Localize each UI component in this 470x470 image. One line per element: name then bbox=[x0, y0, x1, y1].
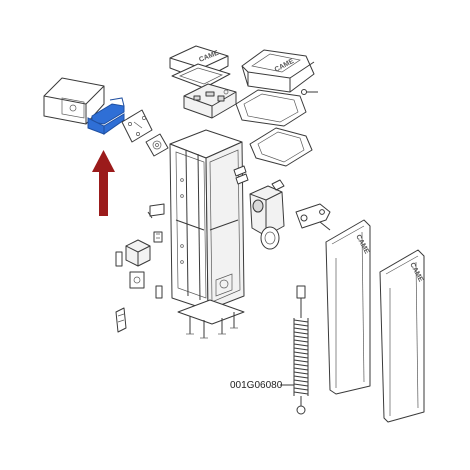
end-cap-cover bbox=[43, 77, 105, 125]
side-panel-left: CAME bbox=[325, 219, 371, 395]
part-number-label: 001G06080 bbox=[230, 380, 283, 391]
part-callout: 001G06080 bbox=[230, 380, 294, 391]
control-board bbox=[183, 83, 237, 119]
control-box-base bbox=[171, 63, 231, 89]
hinge-pieces bbox=[233, 165, 249, 185]
side-panel-right: CAME bbox=[379, 249, 425, 423]
highlighted-bracket[interactable] bbox=[87, 97, 125, 135]
cabinet-base-plate bbox=[177, 299, 245, 339]
red-up-arrow bbox=[92, 150, 115, 216]
cabinet-column bbox=[169, 129, 245, 311]
balancing-spring[interactable] bbox=[293, 285, 309, 415]
inspection-frame bbox=[249, 127, 313, 167]
motor-cover: CAME bbox=[241, 49, 315, 93]
mounting-plate bbox=[121, 109, 153, 143]
gearmotor bbox=[249, 179, 285, 250]
cover-gasket-frame bbox=[235, 89, 318, 127]
release-lever bbox=[295, 203, 331, 231]
small-components bbox=[115, 203, 165, 333]
small-gear-plate bbox=[145, 133, 169, 157]
